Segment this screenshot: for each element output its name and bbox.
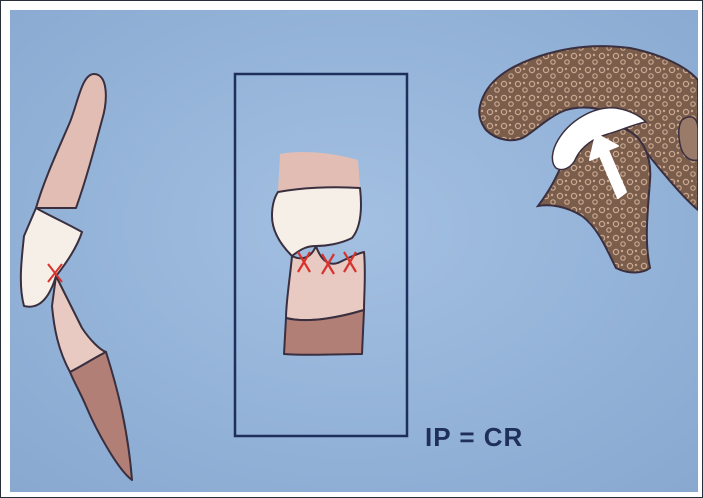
diagram-canvas <box>10 10 698 492</box>
equation-label: IP = CR <box>425 422 523 453</box>
closeup-upper-root <box>278 152 360 192</box>
diagram-slide: IP = CR <box>10 10 698 492</box>
